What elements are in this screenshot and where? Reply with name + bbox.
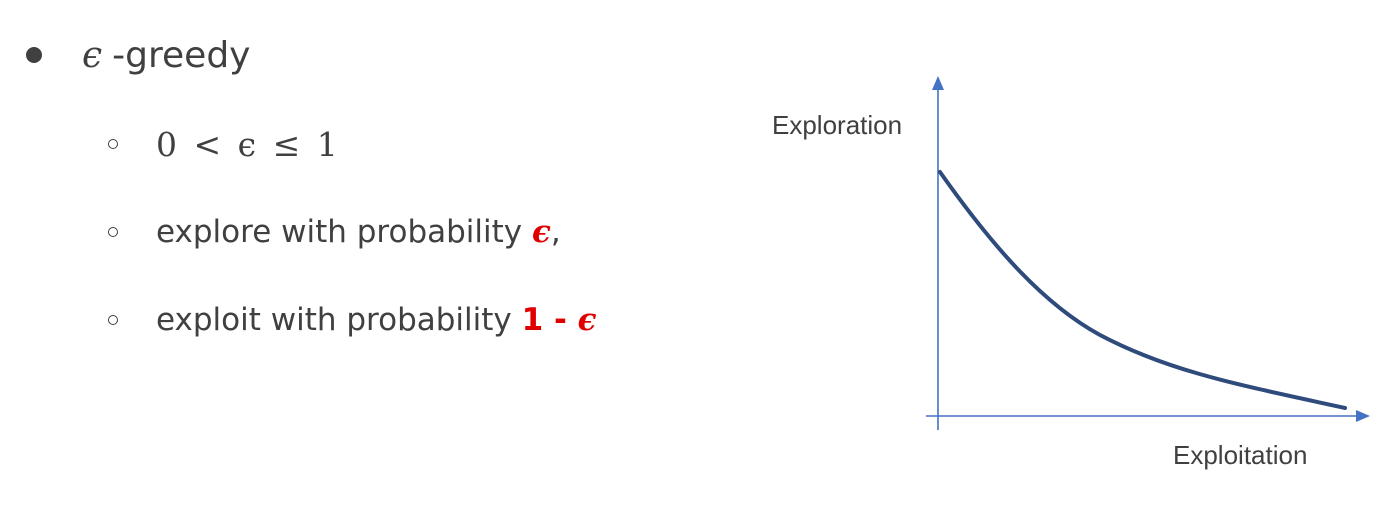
explore-label: explore with probability (156, 214, 532, 250)
y-axis-arrow-icon (932, 76, 944, 90)
hollow-bullet-icon (108, 315, 118, 325)
exploit-label: exploit with probability (156, 302, 522, 338)
bullet-dot-icon (26, 47, 42, 63)
x-axis-arrow-icon (1356, 410, 1370, 422)
decay-curve (938, 170, 1347, 410)
sub-bullet-explore: explore with probability ϵ, (108, 208, 561, 256)
explore-suffix: , (550, 214, 561, 250)
sub-bullet-exploit: exploit with probability 1 - ϵ (108, 296, 597, 344)
exploit-epsilon: ϵ (577, 302, 597, 338)
exploit-text: exploit with probability 1 - ϵ (156, 302, 597, 338)
hollow-bullet-icon (108, 139, 118, 149)
epsilon-symbol: ϵ (82, 34, 103, 76)
main-bullet: ϵ -greedy (26, 28, 250, 82)
sub-bullet-range: 0 < ϵ ≤ 1 (108, 120, 338, 168)
exploit-one-minus: 1 - (521, 302, 578, 338)
explore-epsilon: ϵ (532, 214, 551, 250)
epsilon-range-math: 0 < ϵ ≤ 1 (156, 124, 338, 164)
main-bullet-text: -greedy (112, 34, 251, 76)
y-axis-label: Exploration (772, 110, 902, 140)
explore-text: explore with probability ϵ, (156, 214, 561, 250)
x-axis-label: Exploitation (1173, 440, 1307, 470)
hollow-bullet-icon (108, 227, 118, 237)
